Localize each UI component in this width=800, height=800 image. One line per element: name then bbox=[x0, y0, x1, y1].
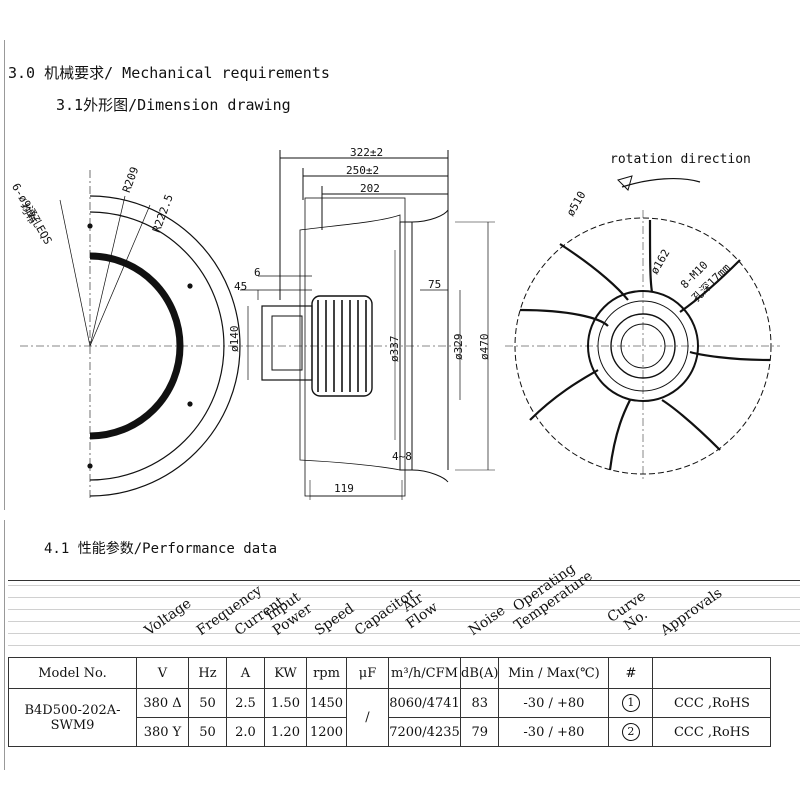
header-voltage: Voltage bbox=[141, 595, 194, 639]
cell-kw: 1.50 bbox=[264, 688, 307, 718]
page-border-bottom bbox=[4, 520, 5, 770]
cell-flow: 7200/4235 bbox=[388, 717, 461, 747]
dim-470: ø470 bbox=[478, 333, 491, 361]
performance-table: Voltage Frequency Current Input Power Sp… bbox=[8, 561, 772, 747]
curve-number-badge: 1 bbox=[621, 694, 640, 712]
section-3-subtitle: 3.1外形图/Dimension drawing bbox=[56, 96, 291, 114]
dim-119: 119 bbox=[334, 482, 354, 495]
dim-45: 45 bbox=[234, 280, 248, 293]
cell-db: 79 bbox=[459, 717, 500, 747]
unit-row: Model No. V Hz A KW rpm μF m³/h/CFM dB(A… bbox=[8, 657, 772, 689]
cell-approvals: CCC ,RoHS bbox=[652, 717, 772, 747]
front-view bbox=[505, 175, 780, 480]
dim-329: ø329 bbox=[452, 333, 465, 361]
cell-uf: / bbox=[346, 688, 389, 747]
dim-250: 250±2 bbox=[346, 164, 380, 177]
front-half-view bbox=[20, 170, 241, 500]
unit-kw: KW bbox=[264, 657, 307, 689]
cell-hz: 50 bbox=[188, 688, 227, 718]
page-border-top bbox=[4, 40, 5, 510]
cell-hz: 50 bbox=[188, 717, 227, 747]
header-operating-temperature: Operating Temperature bbox=[510, 560, 596, 634]
unit-flow: m³/h/CFM bbox=[388, 657, 461, 689]
cell-temp: -30 / +80 bbox=[498, 717, 610, 747]
unit-v: V bbox=[136, 657, 189, 689]
model-number: B4D500-202A-SWM9 bbox=[8, 688, 137, 747]
dim-202: 202 bbox=[360, 182, 380, 195]
section-3-title: 3.0 机械要求/ Mechanical requirements bbox=[8, 64, 330, 82]
unit-db: dB(A) bbox=[459, 657, 500, 689]
rotation-direction-label: rotation direction bbox=[610, 152, 751, 167]
side-view bbox=[230, 150, 495, 500]
table-row: 380 Y 50 2.0 1.20 1200 7200/4235 79 -30 … bbox=[9, 717, 772, 747]
unit-approvals bbox=[652, 657, 772, 689]
curve-number-badge: 2 bbox=[621, 723, 640, 741]
cell-curve: 2 bbox=[608, 717, 654, 747]
dim-337: ø337 bbox=[388, 335, 401, 363]
cell-a: 2.5 bbox=[226, 688, 265, 718]
cell-kw: 1.20 bbox=[264, 717, 307, 747]
unit-temp: Min / Max(℃) bbox=[498, 657, 610, 689]
header-approvals: Approvals bbox=[657, 585, 726, 639]
cell-db: 83 bbox=[459, 688, 500, 718]
cell-rpm: 1200 bbox=[306, 717, 347, 747]
unit-curve: # bbox=[608, 657, 654, 689]
table-row: B4D500-202A-SWM9 380 Δ 50 2.5 1.50 1450 … bbox=[8, 688, 772, 747]
dim-6: 6 bbox=[254, 266, 261, 279]
dim-75: 75 bbox=[428, 278, 442, 291]
header-air-flow: Air Flow bbox=[399, 590, 441, 633]
cell-voltage: 380 Y bbox=[136, 717, 189, 747]
dimension-drawing bbox=[20, 150, 780, 500]
unit-a: A bbox=[226, 657, 265, 689]
dim-4-8: 4~8 bbox=[392, 450, 412, 463]
cell-temp: -30 / +80 bbox=[498, 688, 610, 718]
dim-140: ø140 bbox=[228, 325, 241, 353]
unit-rpm: rpm bbox=[306, 657, 347, 689]
cell-voltage: 380 Δ bbox=[136, 688, 189, 718]
cell-a: 2.0 bbox=[226, 717, 265, 747]
unit-uf: μF bbox=[346, 657, 389, 689]
section-4-title: 4.1 性能参数/Performance data bbox=[44, 541, 278, 557]
cell-approvals: CCC ,RoHS bbox=[652, 688, 772, 718]
cell-flow: 8060/4741 bbox=[388, 688, 461, 718]
cell-rpm: 1450 bbox=[306, 688, 347, 718]
unit-hz: Hz bbox=[188, 657, 227, 689]
dim-322: 322±2 bbox=[350, 146, 384, 159]
header-curve-no: Curve No. bbox=[604, 588, 651, 634]
cell-curve: 1 bbox=[608, 688, 654, 718]
header-row: Voltage Frequency Current Input Power Sp… bbox=[8, 561, 771, 658]
unit-model: Model No. bbox=[8, 657, 137, 689]
